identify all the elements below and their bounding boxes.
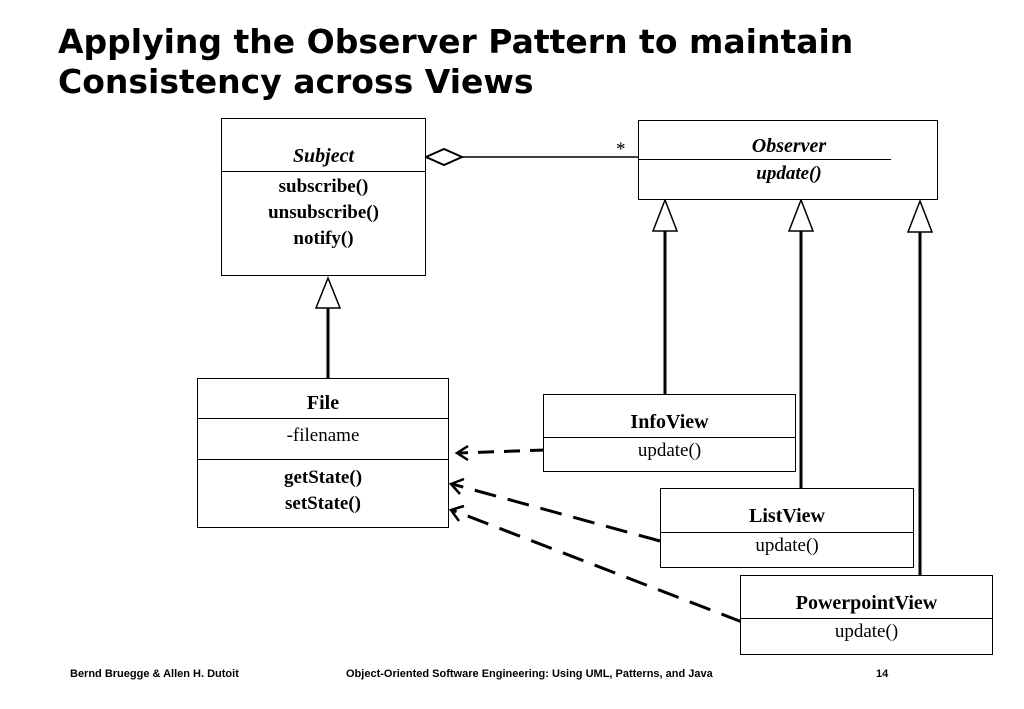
subject-op-subscribe: subscribe()	[278, 176, 369, 197]
infoview-class: InfoView update()	[543, 394, 796, 472]
subject-name: Subject	[292, 145, 355, 167]
observer-class: Observer update()	[638, 120, 938, 200]
powerpointview-dependency-arrowhead	[448, 504, 465, 522]
subject-class: Subject subscribe() unsubscribe() notify…	[221, 118, 426, 276]
subject-op-unsubscribe: unsubscribe()	[268, 202, 379, 223]
file-op-setstate: setState()	[285, 493, 361, 514]
powerpointview-class: PowerpointView update()	[740, 575, 993, 655]
file-name: File	[306, 392, 340, 414]
infoview-dependency-arrowhead	[454, 444, 469, 462]
listview-dependency-arrowhead	[448, 477, 465, 495]
footer-authors: Bernd Bruegge & Allen H. Dutoit	[70, 668, 239, 680]
observer-name: Observer	[751, 135, 827, 157]
powerpointview-dependency-line	[451, 508, 743, 624]
subject-op-notify: notify()	[293, 228, 354, 249]
infoview-op-update: update()	[637, 440, 702, 461]
observer-divider	[639, 159, 891, 160]
file-class: File -filename getState() setState()	[197, 378, 449, 528]
infoview-dependency-line	[458, 448, 547, 455]
multiplicity-label: *	[616, 139, 626, 160]
powerpointview-generalization-arrowhead	[906, 198, 934, 233]
aggregation-diamond	[423, 147, 465, 167]
powerpointview-name: PowerpointView	[795, 592, 938, 614]
title-line-2: Consistency across Views	[58, 62, 534, 101]
title-line-1: Applying the Observer Pattern to maintai…	[58, 22, 854, 61]
file-attr-filename: -filename	[286, 425, 360, 446]
listview-dependency-line	[451, 482, 661, 543]
file-op-getstate: getState()	[283, 467, 363, 488]
listview-generalization-arrowhead	[787, 197, 815, 232]
observer-op-update: update()	[756, 163, 822, 184]
infoview-name: InfoView	[630, 411, 709, 433]
slide-title: Applying the Observer Pattern to maintai…	[58, 22, 998, 102]
footer-book-title: Object-Oriented Software Engineering: Us…	[346, 668, 713, 680]
file-generalization-arrowhead	[314, 275, 342, 309]
powerpointview-op-update: update()	[834, 621, 899, 642]
listview-name: ListView	[749, 505, 825, 527]
listview-class: ListView update()	[660, 488, 914, 568]
listview-op-update: update()	[755, 535, 819, 556]
footer-page-number: 14	[876, 668, 889, 680]
infoview-generalization-arrowhead	[651, 197, 679, 232]
